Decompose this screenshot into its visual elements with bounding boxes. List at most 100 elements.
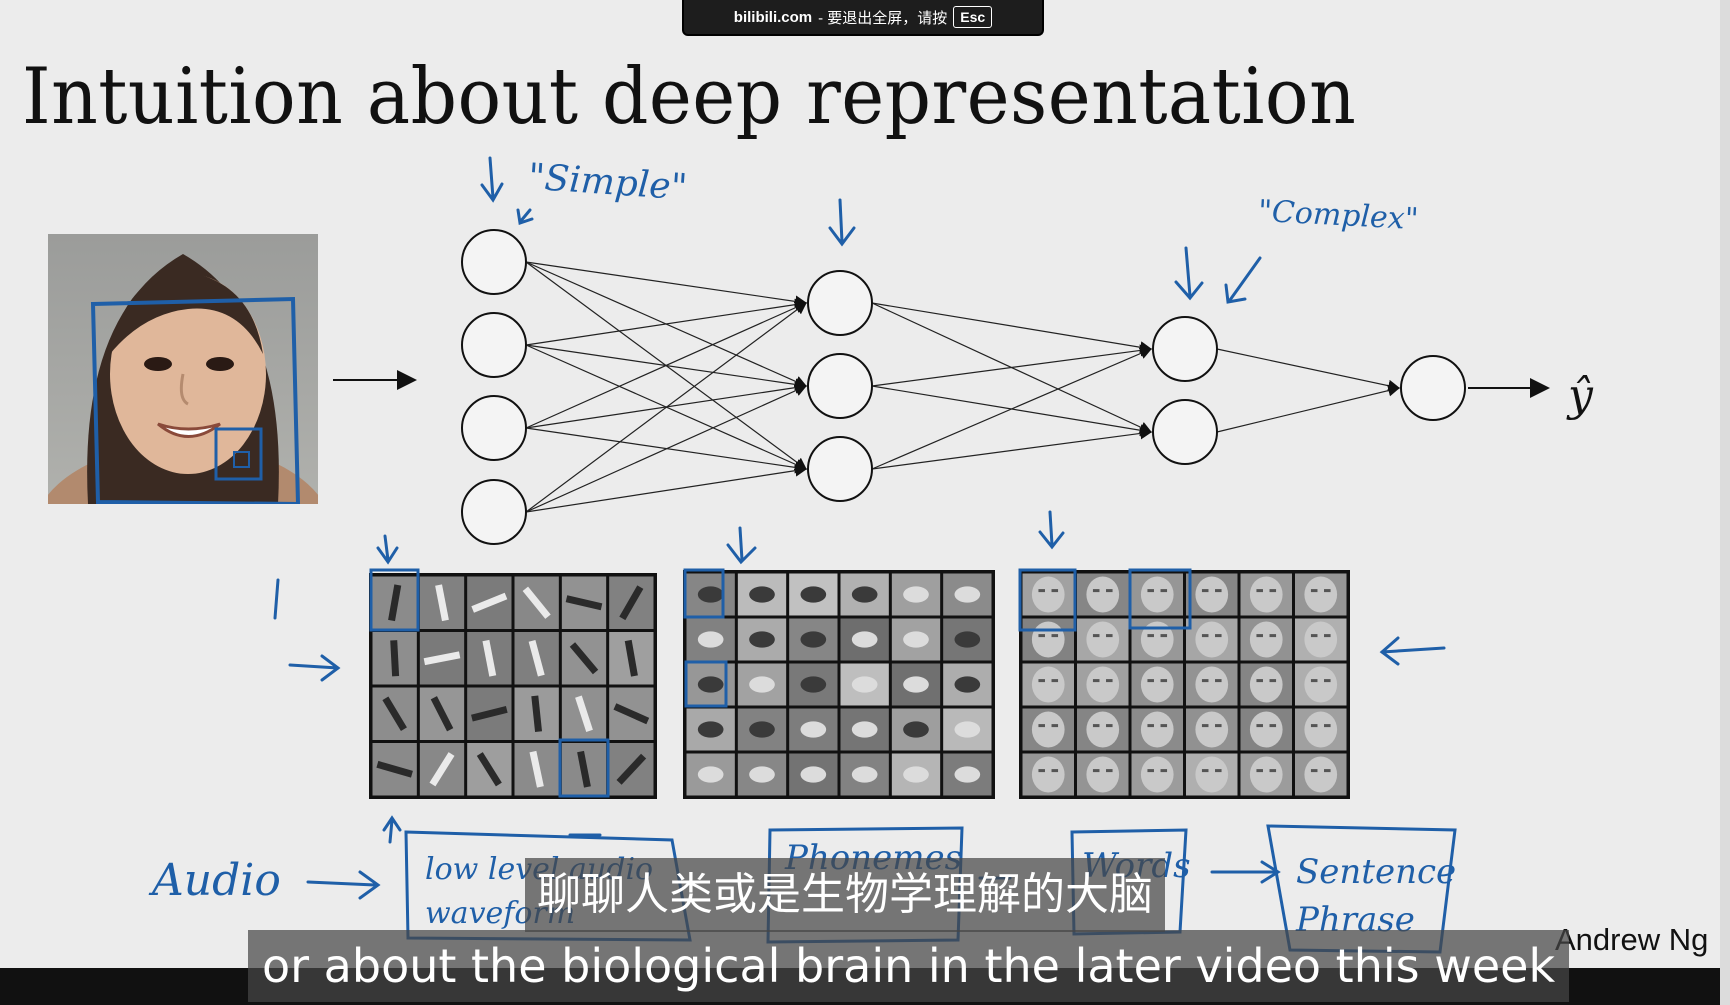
blue-arrow-10 [1379, 636, 1446, 666]
face-feature-eye-l [1147, 769, 1154, 773]
face-feature-eye-r [1215, 634, 1222, 638]
face-feature-eye-l [1147, 724, 1154, 728]
part-feature [800, 586, 827, 603]
right-edge-scrollbar[interactable] [1720, 0, 1730, 1005]
edge-filter-stroke [476, 752, 502, 787]
face-feature-eye-r [1324, 769, 1331, 773]
face-feature [1031, 711, 1065, 748]
face-feature [1304, 711, 1338, 748]
feature-grids [369, 568, 1350, 799]
blue-mark-one [273, 578, 280, 620]
part-feature [697, 676, 724, 693]
face-feature-eye-r [1106, 679, 1113, 683]
edge-filter-stroke [624, 639, 638, 677]
face-feature [1086, 621, 1120, 658]
face-feature-eye-l [1147, 679, 1154, 683]
face-feature-eye-r [1160, 679, 1168, 683]
edge-filter-stroke [435, 584, 449, 622]
part-feature [697, 766, 724, 783]
part-feature [903, 766, 929, 783]
part-feature [749, 586, 775, 603]
face-feature-eye-r [1215, 724, 1222, 728]
part-feature [954, 766, 981, 783]
edge-filter-stroke [423, 651, 461, 666]
face-feature [1195, 576, 1229, 613]
face-feature-eye-r [1269, 769, 1277, 773]
part-feature [903, 586, 929, 603]
part-feature [851, 586, 878, 603]
part-feature [903, 676, 929, 693]
edge-filter-stroke [531, 695, 543, 733]
fullscreen-exit-banner: bilibili.com - 要退出全屏，请按 Esc [682, 0, 1044, 36]
part-feature [903, 631, 929, 648]
face-feature-eye-r [1269, 679, 1277, 683]
face-feature [1304, 576, 1338, 613]
face-feature-eye-l [1201, 724, 1209, 728]
edge-filter-stroke [390, 640, 400, 677]
face-feature-eye-l [1256, 634, 1263, 638]
edge-filter-stroke [613, 703, 650, 725]
face-feature-eye-r [1215, 769, 1222, 773]
face-feature [1195, 666, 1229, 703]
blue-arrow-11 [382, 815, 402, 844]
edge-filter-stroke [565, 595, 603, 611]
slide-title: Intuition about deep representation [22, 52, 1357, 142]
part-feature [954, 586, 981, 603]
face-feature-eye-l [1201, 679, 1209, 683]
part-feature [800, 676, 827, 693]
subtitle-english: or about the biological brain in the lat… [248, 930, 1570, 1002]
face-feature-eye-r [1106, 589, 1113, 593]
edge-filter-stroke [616, 753, 647, 785]
part-feature [954, 631, 981, 648]
face-feature-eye-r [1051, 724, 1059, 728]
face-feature-eye-r [1269, 634, 1277, 638]
face-feature-eye-l [1092, 589, 1100, 593]
face-feature-eye-r [1160, 589, 1168, 593]
face-feature [1086, 576, 1120, 613]
highlight-box [1128, 568, 1192, 630]
face-feature-eye-r [1051, 769, 1059, 773]
edge-filter-stroke [575, 695, 593, 732]
blue-arrow-1 [480, 156, 504, 203]
face-feature-eye-r [1160, 724, 1168, 728]
part-feature [697, 631, 724, 648]
face-feature-eye-l [1256, 724, 1263, 728]
network-edge [1216, 384, 1401, 433]
highlight-box [684, 660, 728, 708]
face-feature-eye-r [1106, 769, 1113, 773]
face-feature-eye-l [1310, 679, 1318, 683]
highlight-box [369, 568, 420, 632]
face-feature [1195, 756, 1229, 793]
subtitle-chinese: 聊聊人类或是生物学理解的大脑 [525, 858, 1165, 932]
exit-message: - 要退出全屏，请按 [818, 9, 948, 27]
blue-arrow-12 [306, 870, 381, 900]
face-feature-eye-l [1038, 724, 1045, 728]
face-feature [1140, 666, 1174, 703]
network-edges [525, 261, 1401, 513]
face-feature [1249, 711, 1283, 748]
face-feature [1195, 711, 1229, 748]
face-feature [1031, 756, 1065, 793]
edge-filter-stroke [388, 584, 402, 622]
face-feature-eye-r [1324, 679, 1331, 683]
face-feature [1031, 621, 1065, 658]
face-feature-eye-l [1201, 589, 1209, 593]
part-feature [749, 676, 775, 693]
network-edge [871, 302, 1153, 354]
site-name: bilibili.com [733, 8, 813, 26]
blue-arrow-2 [516, 208, 534, 225]
face-feature [1086, 756, 1120, 793]
edge-filter-stroke [376, 760, 413, 778]
esc-key-badge[interactable]: Esc [953, 6, 993, 28]
network-node [461, 312, 527, 378]
part-feature [749, 721, 775, 738]
part-feature [954, 676, 981, 693]
part-feature [800, 766, 827, 783]
network-node [1152, 316, 1218, 382]
face-feature-eye-l [1201, 769, 1209, 773]
network-edge [525, 464, 808, 513]
edge-filter-stroke [569, 642, 599, 675]
face-feature-eye-l [1038, 589, 1045, 593]
face-feature-eye-l [1092, 634, 1100, 638]
